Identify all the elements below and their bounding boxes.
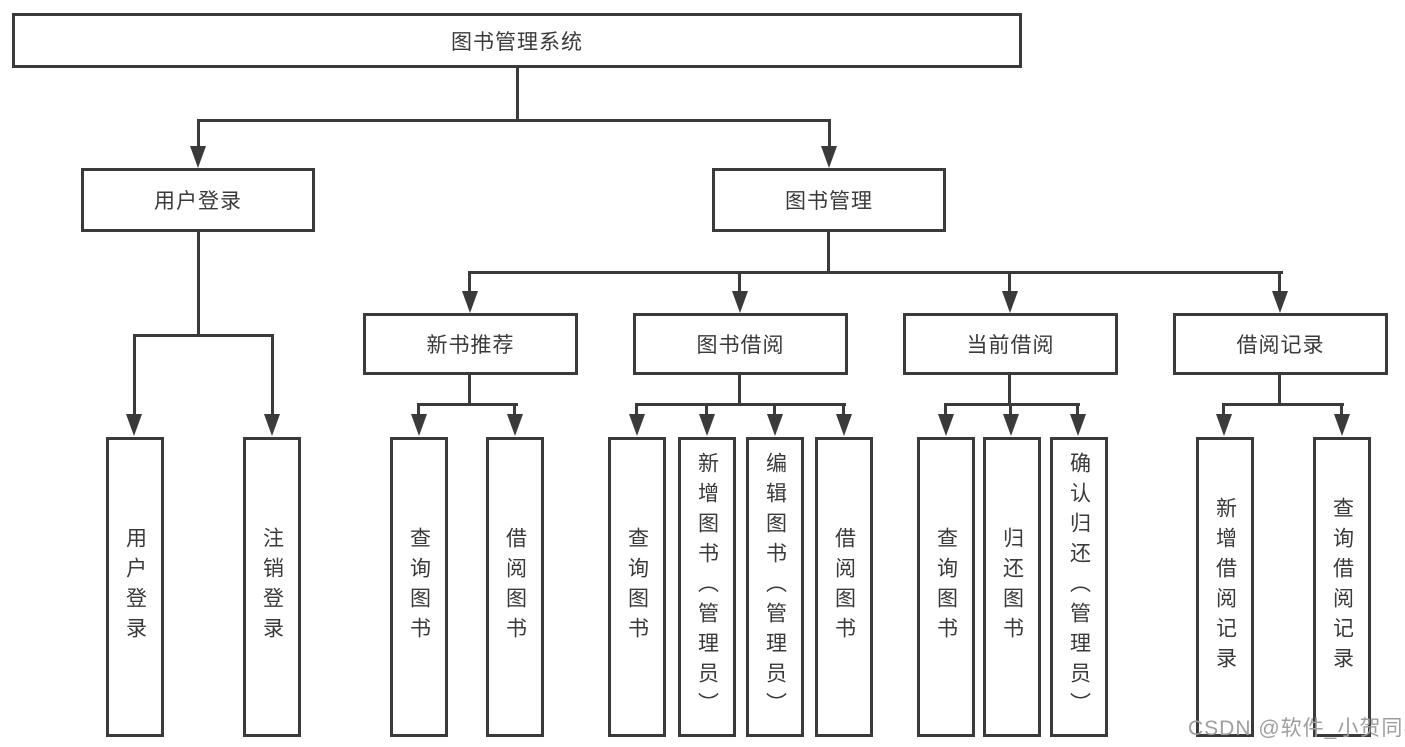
node-current-borrow-label: 当前借阅	[966, 334, 1055, 357]
arrowhead-down-icon	[1216, 414, 1232, 436]
connector-line	[1008, 271, 1011, 293]
node-book-management: 图书管理	[712, 168, 946, 232]
connector-line	[1222, 403, 1225, 416]
leaf-record-query-borrow-record-label: 查询借阅记录	[1330, 497, 1354, 677]
connector-line	[1222, 403, 1344, 406]
arrowhead-down-icon	[938, 414, 954, 436]
connector-line	[133, 334, 136, 416]
arrowhead-down-icon	[1003, 414, 1019, 436]
node-book-management-label: 图书管理	[785, 190, 873, 213]
connector-line	[842, 403, 845, 416]
leaf-recommend-borrow-books: 借阅图书	[486, 437, 544, 737]
leaf-current-confirm-return-admin-label: 确认归还（管理员）	[1067, 452, 1091, 722]
leaf-borrow-add-books-admin-label: 新增图书（管理员）	[695, 452, 719, 722]
connector-line	[197, 119, 200, 152]
arrowhead-down-icon	[411, 414, 427, 436]
connector-line	[516, 68, 519, 120]
connector-line	[271, 334, 274, 416]
connector-line	[1278, 271, 1281, 293]
node-root: 图书管理系统	[12, 13, 1022, 68]
node-current-borrow: 当前借阅	[903, 313, 1118, 375]
connector-line	[468, 375, 471, 405]
leaf-user-login: 用户登录	[106, 437, 164, 737]
connector-line	[513, 403, 516, 416]
node-new-book-recommend: 新书推荐	[363, 313, 578, 375]
connector-line	[827, 232, 830, 274]
arrowhead-down-icon	[507, 414, 523, 436]
leaf-logout: 注销登录	[243, 437, 301, 737]
leaf-borrow-query-books-label: 查询图书	[625, 527, 649, 647]
connector-line	[1009, 403, 1012, 416]
leaf-record-add-borrow-record: 新增借阅记录	[1196, 437, 1254, 737]
connector-line	[133, 334, 274, 337]
connector-line	[773, 403, 776, 416]
connector-line	[944, 403, 1080, 406]
leaf-borrow-edit-books-admin: 编辑图书（管理员）	[746, 437, 804, 737]
leaf-record-add-borrow-record-label: 新增借阅记录	[1213, 497, 1237, 677]
leaf-recommend-query-books: 查询图书	[390, 437, 448, 737]
leaf-borrow-borrow-books-label: 借阅图书	[832, 527, 856, 647]
arrowhead-down-icon	[126, 414, 142, 436]
arrowhead-down-icon	[264, 414, 280, 436]
leaf-borrow-query-books: 查询图书	[608, 437, 666, 737]
leaf-record-query-borrow-record: 查询借阅记录	[1313, 437, 1371, 737]
connector-line	[417, 403, 518, 406]
arrowhead-down-icon	[767, 414, 783, 436]
connector-line	[635, 403, 638, 416]
connector-line	[738, 271, 741, 293]
connector-line	[1008, 375, 1011, 405]
connector-line	[197, 232, 200, 336]
leaf-borrow-add-books-admin: 新增图书（管理员）	[678, 437, 736, 737]
leaf-borrow-borrow-books: 借阅图书	[815, 437, 873, 737]
arrowhead-down-icon	[821, 146, 837, 168]
connector-line	[1340, 403, 1343, 416]
connector-line	[705, 403, 708, 416]
arrowhead-down-icon	[629, 414, 645, 436]
arrowhead-down-icon	[462, 291, 478, 313]
leaf-current-confirm-return-admin: 确认归还（管理员）	[1050, 437, 1108, 737]
leaf-borrow-edit-books-admin-label: 编辑图书（管理员）	[763, 452, 787, 722]
connector-line	[468, 271, 471, 293]
arrowhead-down-icon	[699, 414, 715, 436]
leaf-recommend-borrow-books-label: 借阅图书	[503, 527, 527, 647]
arrowhead-down-icon	[190, 146, 206, 168]
leaf-current-query-books-label: 查询图书	[934, 527, 958, 647]
connector-line	[417, 403, 420, 416]
arrowhead-down-icon	[1334, 414, 1350, 436]
leaf-user-login-label: 用户登录	[123, 527, 147, 647]
connector-line	[197, 119, 831, 122]
leaf-current-return-books-label: 归还图书	[1000, 527, 1024, 647]
leaf-recommend-query-books-label: 查询图书	[407, 527, 431, 647]
arrowhead-down-icon	[1002, 291, 1018, 313]
leaf-current-return-books: 归还图书	[983, 437, 1041, 737]
leaf-logout-label: 注销登录	[260, 527, 284, 647]
arrowhead-down-icon	[1272, 291, 1288, 313]
connector-line	[635, 403, 846, 406]
connector-line	[1076, 403, 1079, 416]
arrowhead-down-icon	[732, 291, 748, 313]
arrowhead-down-icon	[1070, 414, 1086, 436]
watermark: CSDN @软件_小贺同学	[1188, 717, 1405, 740]
node-root-label: 图书管理系统	[451, 30, 583, 54]
node-user-login-label: 用户登录	[154, 190, 242, 213]
node-borrow-record: 借阅记录	[1173, 313, 1388, 375]
connector-line	[828, 119, 831, 152]
node-new-book-recommend-label: 新书推荐	[426, 334, 515, 357]
leaf-current-query-books: 查询图书	[917, 437, 975, 737]
node-borrow-record-label: 借阅记录	[1236, 334, 1325, 357]
node-book-borrow-label: 图书借阅	[696, 334, 785, 357]
node-user-login: 用户登录	[81, 168, 315, 232]
arrowhead-down-icon	[836, 414, 852, 436]
connector-line	[738, 375, 741, 405]
connector-line	[469, 271, 1283, 274]
node-book-borrow: 图书借阅	[633, 313, 848, 375]
connector-line	[944, 403, 947, 416]
connector-line	[1278, 375, 1281, 405]
